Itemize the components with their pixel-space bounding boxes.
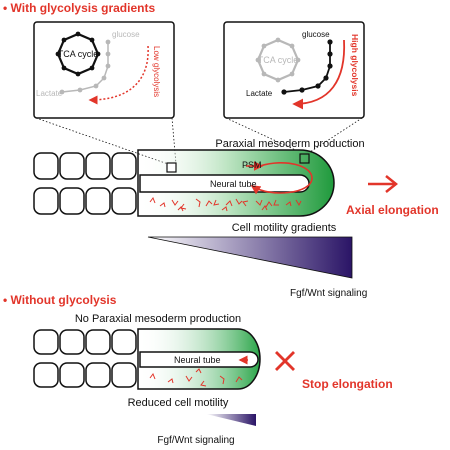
cell-motility-label: Cell motility gradients [232, 222, 337, 234]
section-title-with: • With glycolysis gradients [3, 1, 155, 15]
high-glycolysis-label: High glycolysis [350, 34, 360, 97]
motile-cells-top [149, 196, 302, 212]
tca-label-right: TCA cycle [258, 55, 299, 65]
glucose-label-right: glucose [302, 30, 330, 39]
fgf-wnt-label-top: Fgf/Wnt signaling [290, 288, 367, 299]
psm-label: PSM [242, 160, 262, 170]
right-inset: TCA cycle glucose Lactate High glycolysi… [223, 21, 365, 119]
stop-icon [275, 351, 295, 371]
fgf-wnt-label-bottom: Fgf/Wnt signaling [157, 435, 234, 446]
left-inset: TCA cycle glucose Lactate Low glycolysis [33, 21, 175, 119]
fgf-wnt-gradient-bottom [206, 414, 256, 426]
fgf-wnt-gradient-top [147, 236, 353, 279]
lactate-label-left: Lactate [36, 89, 63, 98]
somites-bottom [33, 329, 137, 388]
neural-tube-bottom [139, 351, 259, 368]
stop-elongation-label: Stop elongation [302, 377, 393, 391]
top-embryo: PSM Neural tube [33, 149, 335, 217]
no-paraxial-heading: No Paraxial mesoderm production [75, 313, 241, 325]
neural-tube-label-bottom: Neural tube [174, 355, 221, 365]
somites-top [33, 152, 137, 215]
reduced-motility-label: Reduced cell motility [128, 397, 229, 409]
paraxial-heading: Paraxial mesoderm production [215, 138, 364, 150]
glucose-label-left: glucose [112, 30, 140, 39]
neural-tube-label-top: Neural tube [210, 179, 257, 189]
section-title-without: • Without glycolysis [3, 293, 117, 307]
motile-cells-bottom [149, 368, 243, 387]
low-glycolysis-label: Low glycolysis [152, 46, 161, 97]
axial-elongation-label: Axial elongation [346, 203, 439, 217]
high-glycolysis-arrow [292, 39, 345, 110]
lactate-label-right: Lactate [246, 89, 273, 98]
bottom-embryo: Neural tube [33, 328, 261, 390]
tca-label-left: TCA cycle [58, 49, 99, 59]
